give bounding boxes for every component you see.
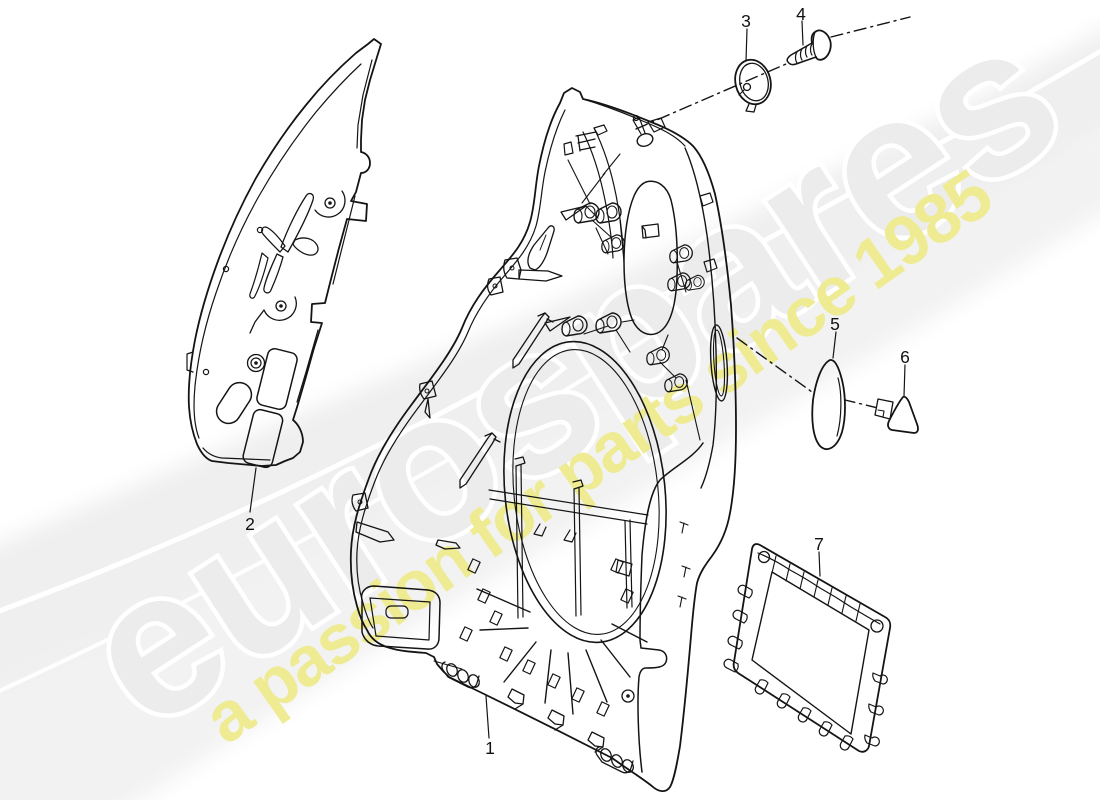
svg-text:4: 4 [796, 4, 806, 24]
svg-text:6: 6 [900, 347, 910, 367]
svg-text:1: 1 [485, 738, 495, 758]
svg-text:7: 7 [814, 534, 824, 554]
svg-text:2: 2 [245, 514, 255, 534]
svg-text:3: 3 [741, 11, 751, 31]
svg-text:5: 5 [830, 314, 840, 334]
